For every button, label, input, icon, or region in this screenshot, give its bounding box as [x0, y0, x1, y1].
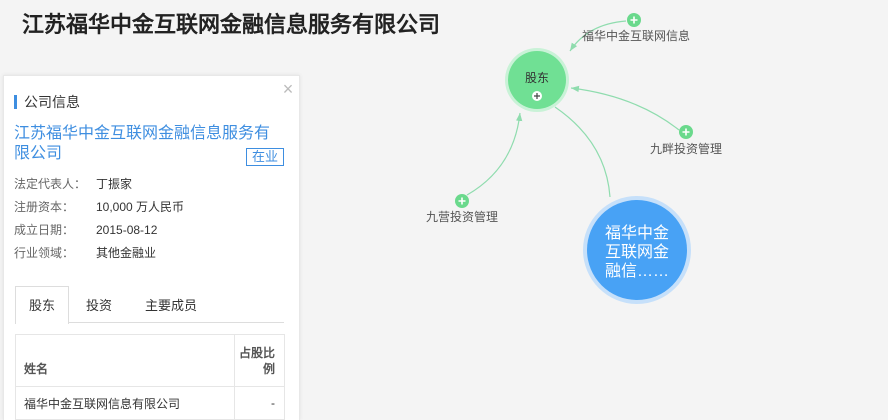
field-row-capital: 注册资本： 10,000 万人民币	[14, 196, 284, 219]
table-header-row: 姓名 占股比例	[15, 334, 285, 387]
shareholder-node[interactable]: 福华中金互联网信息	[582, 13, 690, 43]
column-header-share-ratio: 占股比例	[234, 334, 285, 387]
field-label: 注册资本：	[14, 200, 75, 214]
shareholder-node[interactable]: 九营投资管理	[426, 194, 498, 224]
shareholder-node[interactable]: 九畔投资管理	[650, 125, 722, 156]
tab-key-members[interactable]: 主要成员	[144, 298, 197, 313]
category-node-label: 股东	[525, 71, 549, 85]
field-label: 成立日期：	[14, 223, 75, 237]
field-value: 2015-08-12	[96, 223, 158, 237]
company-node-label-line: 福华中金	[605, 224, 669, 242]
shareholder-table: 姓名 占股比例 福华中金互联网信息有限公司 -	[15, 334, 285, 420]
page-title: 江苏福华中金互联网金融信息服务有限公司	[22, 12, 441, 37]
company-node-label-line: 融信……	[605, 262, 669, 280]
info-tabs: 股东 投资 主要成员	[15, 286, 284, 324]
shareholder-name-cell: 福华中金互联网信息有限公司	[15, 386, 235, 420]
plus-icon[interactable]	[532, 91, 542, 101]
plus-icon[interactable]	[679, 125, 693, 139]
shareholder-node-label: 九畔投资管理	[650, 141, 722, 156]
plus-icon[interactable]	[627, 13, 641, 27]
shareholder-category-node[interactable]: 股东	[505, 48, 569, 112]
company-info-panel: × 公司信息 江苏福华中金互联网金融信息服务有限公司 在业 法定代表人： 丁振家…	[3, 75, 300, 420]
field-value: 丁振家	[96, 177, 133, 191]
field-label: 行业领域：	[14, 246, 75, 260]
edge-shareholder-1	[569, 20, 627, 52]
edge-shareholder-3	[466, 112, 523, 196]
close-icon[interactable]: ×	[282, 79, 294, 99]
shareholder-node-label: 福华中金互联网信息	[582, 28, 690, 43]
edge-company-to-category	[554, 106, 611, 198]
field-value: 其他金融业	[96, 246, 157, 260]
column-header-name: 姓名	[15, 334, 235, 387]
field-row-industry: 行业领域： 其他金融业	[14, 242, 284, 265]
tab-shareholders[interactable]: 股东	[15, 286, 69, 324]
plus-icon[interactable]	[455, 194, 469, 208]
field-label: 法定代表人：	[14, 177, 87, 191]
edge-shareholder-2	[570, 85, 680, 131]
section-title: 公司信息	[14, 95, 80, 109]
field-row-legal-rep: 法定代表人： 丁振家	[14, 173, 284, 196]
company-name-link[interactable]: 江苏福华中金互联网金融信息服务有限公司	[14, 125, 271, 162]
share-ratio-cell: -	[234, 386, 285, 420]
status-badge: 在业	[246, 148, 284, 166]
company-node[interactable]: 福华中金 互联网金 融信……	[583, 196, 691, 304]
tab-investments[interactable]: 投资	[85, 298, 112, 313]
company-node-label-line: 互联网金	[605, 243, 669, 261]
shareholder-node-label: 九营投资管理	[426, 209, 498, 224]
field-value: 10,000 万人民币	[96, 200, 185, 214]
field-row-founded: 成立日期： 2015-08-12	[14, 219, 284, 242]
company-fields: 法定代表人： 丁振家 注册资本： 10,000 万人民币 成立日期： 2015-…	[14, 173, 284, 265]
table-row: 福华中金互联网信息有限公司 -	[15, 386, 285, 420]
